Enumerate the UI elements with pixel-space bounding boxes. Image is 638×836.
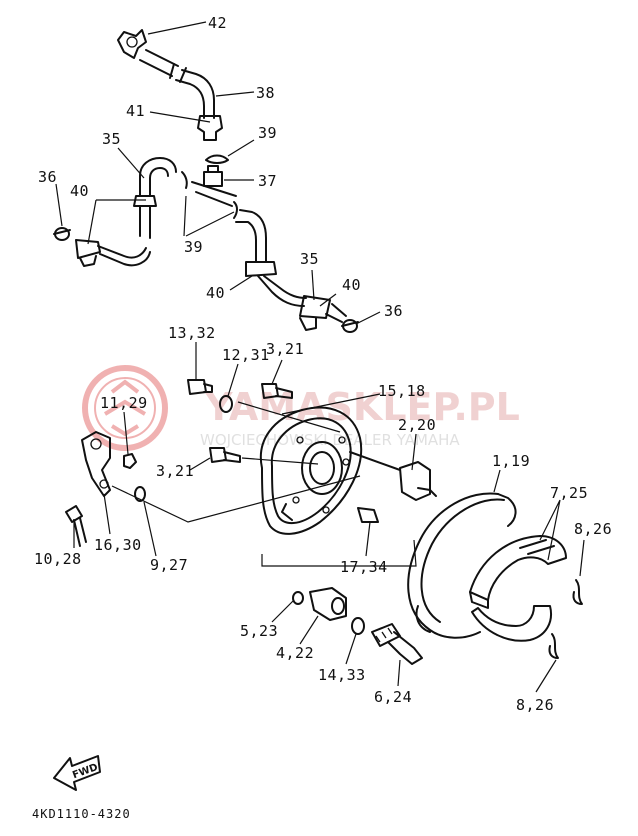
callout-17-34: 17,34 xyxy=(340,558,388,576)
bolt-3-21-upper xyxy=(261,383,293,399)
breather-hose-38 xyxy=(139,49,215,119)
bolt-3-21-lower xyxy=(209,447,241,463)
hose-clamp-42 xyxy=(117,29,147,59)
brake-shoes-7-25 xyxy=(469,535,567,642)
callout-35-upper: 35 xyxy=(102,130,121,148)
tee-joint-37 xyxy=(191,165,237,207)
callout-10-28: 10,28 xyxy=(34,550,82,568)
hose-clip-41 xyxy=(197,115,223,141)
washer-12-31 xyxy=(219,395,233,413)
callout-11-29: 11,29 xyxy=(100,394,148,412)
callout-2-20: 2,20 xyxy=(398,416,436,434)
clip-39-left xyxy=(181,171,188,189)
brake-drum-1-19 xyxy=(407,492,517,639)
clamp-36-left xyxy=(53,227,71,241)
o-ring-5-23 xyxy=(292,591,304,605)
hose-35-left xyxy=(133,157,177,239)
yamaha-logo-icon xyxy=(82,365,168,451)
diagram-code: 4KD1110-4320 xyxy=(32,807,131,821)
callout-6-24: 6,24 xyxy=(374,688,412,706)
bolt-13-32 xyxy=(187,379,213,395)
callout-labels: 42 38 41 39 35 37 36 40 39 35 40 40 36 1… xyxy=(34,14,612,714)
callout-14-33: 14,33 xyxy=(318,666,366,684)
callout-41: 41 xyxy=(126,102,145,120)
callout-42: 42 xyxy=(208,14,227,32)
callout-37: 37 xyxy=(258,172,277,190)
hose-35-lower xyxy=(235,209,347,331)
cam-lever-16-30 xyxy=(81,431,111,497)
callout-1-19: 1,19 xyxy=(492,452,530,470)
callout-7-25: 7,25 xyxy=(550,484,588,502)
leader-lines xyxy=(55,21,585,693)
callout-8-26-upper: 8,26 xyxy=(574,520,612,538)
callout-39-upper: 39 xyxy=(258,124,277,142)
callout-5-23: 5,23 xyxy=(240,622,278,640)
callout-35-lower: 35 xyxy=(300,250,319,268)
clip-39-upper xyxy=(205,154,229,164)
callout-3-21-upper: 3,21 xyxy=(266,340,304,358)
nut-11-29 xyxy=(123,453,137,469)
callout-40-left: 40 xyxy=(70,182,89,200)
callout-40-lower: 40 xyxy=(206,284,225,302)
hose-40-left xyxy=(75,239,151,267)
gear-housing-4-22 xyxy=(309,587,347,621)
callout-40-right: 40 xyxy=(342,276,361,294)
spring-8-26-lower xyxy=(548,633,559,659)
forward-arrow-icon: FWD xyxy=(53,755,101,791)
drive-gear-6-24 xyxy=(371,623,423,665)
callout-15-18: 15,18 xyxy=(378,382,426,400)
watermark: YAMASKLEP.PL WOJCIECHOWSKI DEALER YAMAHA xyxy=(82,365,520,451)
camshaft-2-20 xyxy=(349,451,437,501)
callout-8-26-lower: 8,26 xyxy=(516,696,554,714)
bolt-10-28 xyxy=(65,505,87,547)
callout-4-22: 4,22 xyxy=(276,644,314,662)
callout-36-left: 36 xyxy=(38,168,57,186)
callout-39-lower: 39 xyxy=(184,238,203,256)
callout-9-27: 9,27 xyxy=(150,556,188,574)
clamp-36-right xyxy=(341,319,359,333)
washer-9-27 xyxy=(134,486,146,502)
callout-13-32: 13,32 xyxy=(168,324,216,342)
callout-16-30: 16,30 xyxy=(94,536,142,554)
watermark-subtitle: WOJCIECHOWSKI DEALER YAMAHA xyxy=(200,431,460,449)
clip-39-right xyxy=(233,201,238,219)
brake-panel-15-18 xyxy=(259,406,363,535)
callout-38: 38 xyxy=(256,84,275,102)
watermark-brand: YAMASKLEP.PL xyxy=(204,385,520,429)
bolt-17-34 xyxy=(357,507,379,523)
callout-12-31: 12,31 xyxy=(222,346,270,364)
callout-36-right: 36 xyxy=(384,302,403,320)
callout-3-21-lower: 3,21 xyxy=(156,462,194,480)
spring-8-26-upper xyxy=(572,579,583,605)
parts-drawing xyxy=(53,29,583,665)
washer-14-33 xyxy=(351,617,365,635)
